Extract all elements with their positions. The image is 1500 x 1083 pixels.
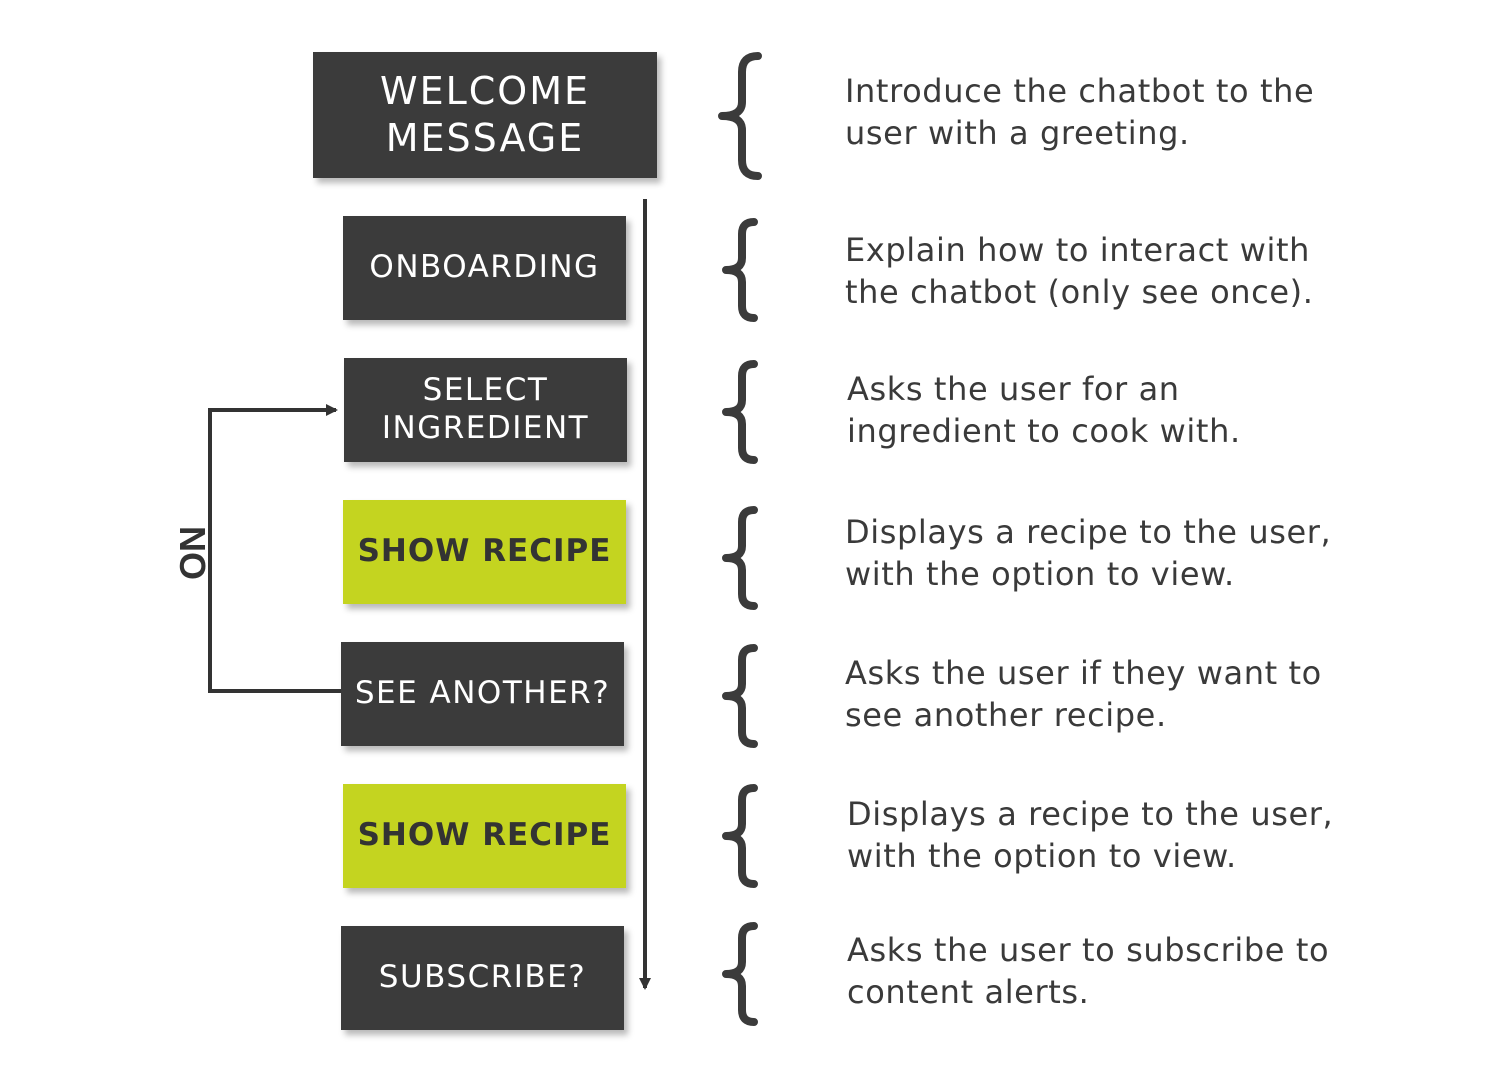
step-description: Asks the user if they want to see anothe… [845, 654, 1322, 734]
step-description: Explain how to interact with the chatbot… [845, 231, 1314, 311]
step-see-another: SEE ANOTHER? [341, 642, 624, 746]
step-select-ingredient: SELECT INGREDIENT [344, 358, 627, 462]
step-welcome-message: WELCOME MESSAGE [313, 52, 657, 178]
step-description: Displays a recipe to the user, with the … [847, 795, 1334, 875]
loop-no-label: NO [172, 526, 213, 580]
brace-icon [722, 644, 758, 748]
brace-icon [722, 506, 758, 610]
step-onboarding: ONBOARDING [343, 216, 626, 320]
brace-icon [718, 52, 762, 180]
brace-icon [722, 360, 758, 464]
step-show-recipe-second: SHOW RECIPE [343, 784, 626, 888]
step-subscribe: SUBSCRIBE? [341, 926, 624, 1030]
step-show-recipe: SHOW RECIPE [343, 500, 626, 604]
step-description: Introduce the chatbot to the user with a… [845, 72, 1315, 152]
brace-icon [722, 784, 758, 888]
brace-icon [722, 922, 758, 1026]
loop-back-arrow [208, 404, 341, 693]
brace-icon [722, 218, 758, 322]
step-description: Displays a recipe to the user, with the … [845, 513, 1332, 593]
step-description: Asks the user for an ingredient to cook … [847, 370, 1241, 450]
step-description: Asks the user to subscribe to content al… [847, 931, 1330, 1011]
